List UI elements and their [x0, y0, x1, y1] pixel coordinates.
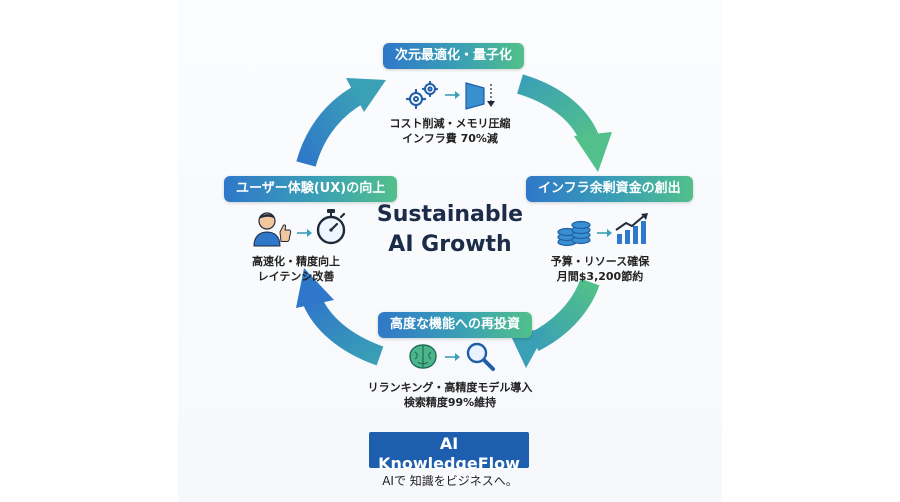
- step-title-reinvest: 高度な機能への再投資: [378, 312, 533, 338]
- arrow-head-bottom-right: [510, 328, 548, 368]
- step-caption-reinvest: リランキング・高精度モデル導入 検索精度99%維持: [350, 380, 550, 410]
- caption-line: 検索精度99%維持: [403, 396, 497, 409]
- center-title-line: Sustainable: [376, 202, 524, 227]
- caption-line: インフラ費 70%減: [402, 132, 498, 145]
- step-caption-infra-surplus: 予算・リソース確保 月間$3,200節約: [530, 254, 670, 284]
- caption-line: 予算・リソース確保: [550, 255, 650, 268]
- step-caption-ux: 高速化・精度向上 レイテンシ改善: [226, 254, 366, 284]
- arrow-head-top-left: [346, 78, 386, 112]
- gears-icon: [405, 80, 439, 110]
- background-panel: [178, 0, 722, 502]
- arrow-head-bottom-left: [296, 268, 334, 308]
- user-thumbs-up-icon: [253, 212, 292, 247]
- arrow-bottom-left: [302, 295, 384, 366]
- step-caption-optimization: コスト削減・メモリ圧縮 インフラ費 70%減: [370, 116, 530, 146]
- arrow-head-top-right: [574, 132, 612, 172]
- coin-stack-icon: [557, 220, 591, 247]
- brand-sub: by TECHNODIGITAL: [407, 475, 491, 483]
- arrow-top-right: [516, 74, 600, 144]
- arrow-right-icon: [297, 229, 312, 237]
- center-title: Sustainable AI Growth: [360, 200, 540, 260]
- brand-name: AI KnowledgeFlow: [378, 434, 520, 473]
- arrow-right-icon: [597, 229, 612, 237]
- caption-line: リランキング・高精度モデル導入: [367, 381, 533, 394]
- step-title-ux: ユーザー体験(UX)の向上: [224, 176, 398, 202]
- caption-line: 月間$3,200節約: [556, 270, 644, 283]
- brand-logo: AI KnowledgeFlow by TECHNODIGITAL: [369, 432, 529, 483]
- arrow-right-icon: [445, 353, 460, 361]
- arrow-top-left: [296, 85, 366, 167]
- growth-chart-icon: [615, 213, 648, 244]
- compress-icon: [465, 82, 495, 110]
- caption-line: レイテンシ改善: [257, 270, 335, 283]
- center-title-line: AI Growth: [388, 232, 512, 257]
- magnifier-icon: [466, 342, 495, 371]
- caption-line: コスト削減・メモリ圧縮: [389, 117, 511, 130]
- stopwatch-icon: [316, 209, 346, 245]
- step-title-infra-surplus: インフラ余剰資金の創出: [526, 176, 693, 202]
- caption-line: 高速化・精度向上: [252, 255, 340, 268]
- arrow-right-icon: [445, 91, 460, 99]
- brain-icon: [409, 344, 437, 369]
- step-title-optimization: 次元最適化・量子化: [383, 43, 525, 69]
- tagline: AIで 知識をビジネスへ。: [382, 474, 518, 488]
